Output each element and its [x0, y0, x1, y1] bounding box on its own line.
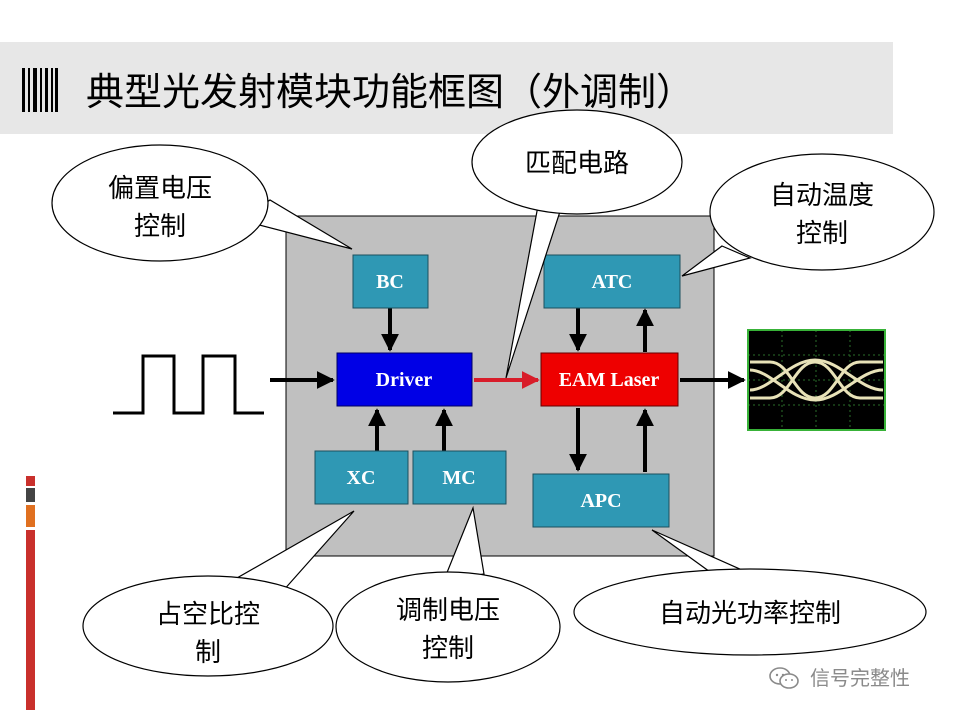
callout-power-line1: 自动光功率控制: [659, 599, 841, 629]
callout-matching-circuit: 匹配电路: [471, 109, 683, 379]
side-accent-dark: [26, 488, 35, 502]
block-driver: Driver: [336, 352, 473, 407]
callout-modv-line2: 控制: [422, 634, 474, 664]
callout-duty-line2: 制: [195, 638, 221, 668]
callout-auto-temp: 自动温度 控制: [681, 153, 935, 277]
eye-diagram: [747, 329, 886, 431]
block-mc-label: MC: [442, 467, 475, 489]
callout-duty-line1: 占空比控: [156, 600, 260, 630]
callout-bias-line1: 偏置电压: [108, 174, 212, 204]
block-apc-label: APC: [580, 490, 621, 512]
block-bc: BC: [352, 254, 429, 309]
block-driver-label: Driver: [376, 369, 433, 391]
page-title: 典型光发射模块功能框图（外调制）: [86, 70, 695, 114]
wechat-icon: [769, 667, 799, 689]
block-atc: ATC: [543, 254, 681, 309]
block-apc: APC: [532, 473, 670, 528]
block-xc: XC: [314, 450, 409, 505]
barcode-icon: [22, 68, 58, 112]
callout-bias-voltage: 偏置电压 控制: [51, 144, 353, 262]
callout-matching-line1: 匹配电路: [525, 149, 629, 179]
block-mc: MC: [412, 450, 507, 505]
side-accent-red-top: [26, 476, 35, 486]
block-atc-label: ATC: [592, 271, 633, 293]
side-accent-red: [26, 530, 35, 710]
block-eam-label: EAM Laser: [559, 369, 660, 391]
callout-modulation-voltage: 调制电压 控制: [335, 505, 561, 683]
callout-duty-cycle: 占空比控 制: [82, 510, 355, 677]
callout-modv-line1: 调制电压: [396, 596, 500, 626]
callout-auto-power: 自动光功率控制: [573, 529, 927, 656]
side-accent-orange: [26, 505, 35, 527]
callout-temp-line2: 控制: [796, 219, 848, 249]
block-bc-label: BC: [376, 271, 404, 293]
input-pulse-waveform: [113, 354, 264, 415]
title-band: [0, 42, 893, 134]
block-eam-laser: EAM Laser: [540, 352, 679, 407]
callout-bias-line2: 控制: [134, 212, 186, 242]
block-xc-label: XC: [347, 467, 376, 489]
watermark-text: 信号完整性: [810, 666, 910, 690]
callout-temp-line1: 自动温度: [770, 181, 874, 211]
